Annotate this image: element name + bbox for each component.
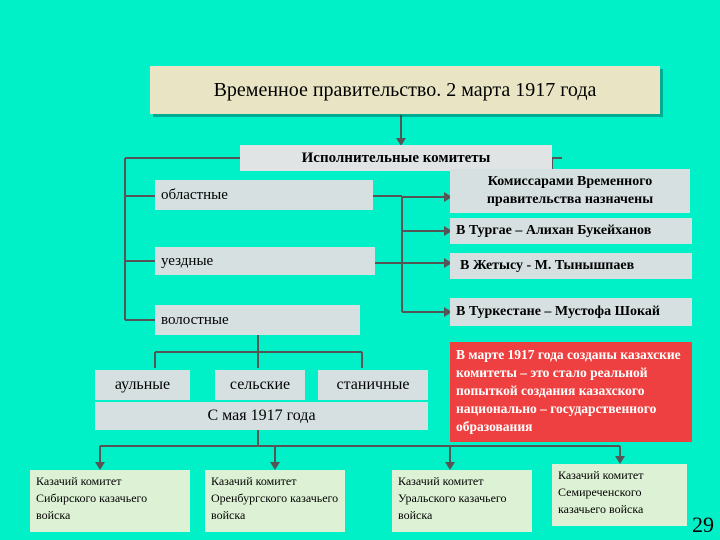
cossack-committee-ural-text: Казачий комитет Уральского казачьего вой… [398,474,507,522]
cossack-committee-siberian: Казачий комитет Сибирского казачьего вой… [30,470,190,532]
title-text: Временное правительство. 2 марта 1917 го… [213,78,597,101]
cossack-committee-semirechye: Казачий комитет Семиреченского казачьего… [552,464,687,526]
title-box: Временное правительство. 2 марта 1917 го… [150,66,660,114]
stanitsa-box: станичные [318,370,428,400]
aul-text: аульные [114,376,171,393]
regional-text: областные [161,186,228,203]
cossack-committee-siberian-text: Казачий комитет Сибирского казачьего вой… [36,474,148,522]
aul-box: аульные [95,370,190,400]
zhetysu-text: В Жетысу - М. Тынышпаев [460,258,635,273]
cossack-committee-semirechye-text: Казачий комитет Семиреченского казачьего… [558,468,644,516]
district-box: уездные [155,247,375,275]
turkestan-text: В Туркестане – Мустофа Шокай [456,304,660,319]
page-number: 29 [692,512,714,537]
executive-committees-box: Исполнительные комитеты [240,145,552,171]
commissars-text: Комиссарами Временного правительства наз… [486,174,654,207]
turgai-text: В Тургае – Алихан Букейханов [456,223,652,238]
cossack-committee-ural: Казачий комитет Уральского казачьего вой… [392,470,532,532]
executive-committees-text: Исполнительные комитеты [301,149,491,166]
village-box: сельские [215,370,305,400]
volost-box: волостные [155,305,360,335]
zhetysu-box: В Жетысу - М. Тынышпаев [450,253,692,279]
turkestan-box: В Туркестане – Мустофа Шокай [450,298,692,326]
commissars-box: Комиссарами Временного правительства наз… [450,169,690,213]
since-may-box: С мая 1917 года [95,402,428,430]
cossack-committee-orenburg-text: Казачий комитет Оренбургского казачьего … [211,474,339,522]
cossack-committee-orenburg: Казачий комитет Оренбургского казачьего … [205,470,345,532]
village-text: сельские [229,376,291,393]
regional-box: областные [155,180,373,210]
stanitsa-text: станичные [336,376,410,393]
kazakh-committees-box: В марте 1917 года созданы казахские коми… [450,342,692,442]
volost-text: волостные [161,311,229,328]
since-may-text: С мая 1917 года [207,407,316,424]
turgai-box: В Тургае – Алихан Букейханов [450,218,692,244]
kazakh-committees-text: В марте 1917 года созданы казахские коми… [456,347,681,434]
district-text: уездные [161,252,214,269]
